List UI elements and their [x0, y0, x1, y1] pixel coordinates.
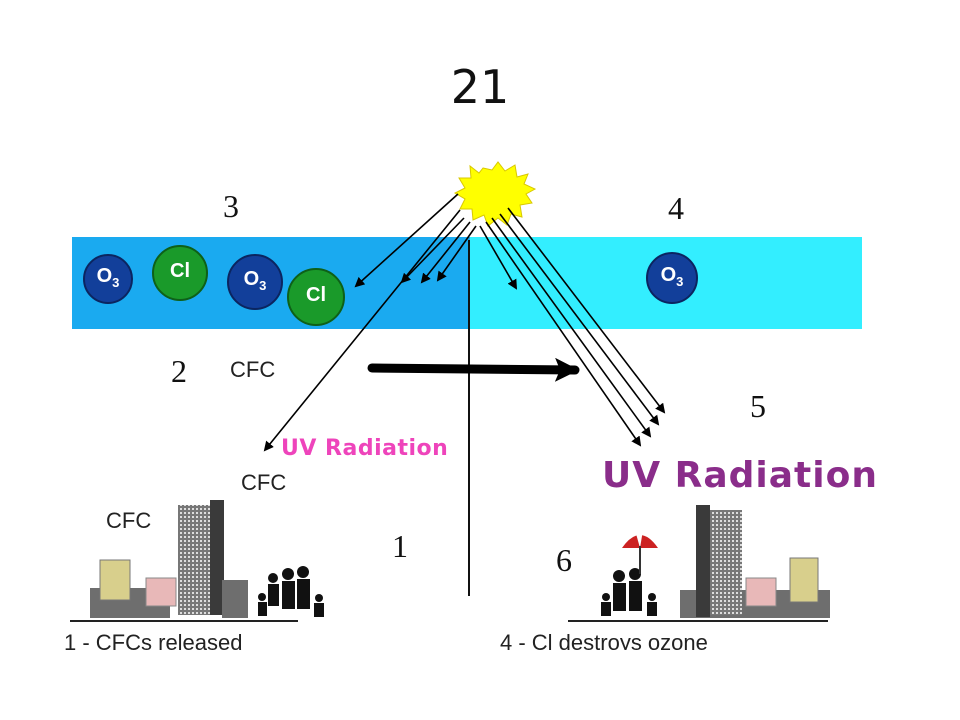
chlorine-molecule-1: [152, 245, 208, 301]
umbrella-icon: [622, 530, 658, 574]
ozone-label-1: O3: [96, 265, 120, 290]
city-skyline-icon: [90, 500, 248, 618]
ozone-molecule-1: [83, 254, 133, 304]
uv-radiation-label-small: UV Radiation: [281, 436, 449, 461]
diagram-graphics: [70, 161, 862, 622]
city-skyline-icon: [680, 505, 830, 618]
step-number-3: 3: [223, 188, 239, 224]
uv-rays-left: [263, 193, 477, 452]
step-number-6: 6: [556, 542, 572, 578]
uv-rays-right: [479, 207, 666, 447]
ozone-molecule-3: [646, 252, 698, 304]
chlorine-label-2: Cl: [306, 284, 326, 306]
step-number-2: 2: [171, 353, 187, 389]
caption-right: 4 - Cl destroys ozone: [500, 630, 708, 650]
transition-arrow: [367, 357, 580, 382]
people-icon: [601, 568, 657, 616]
ozone-depletion-diagram: 3 4 2 5 1 6 O3 Cl O3 Cl O3 CFC CFC CFC U…: [60, 160, 900, 650]
cfc-label-middle: CFC: [241, 470, 287, 495]
chlorine-label-1: Cl: [170, 260, 190, 282]
ozone-label-2: O3: [243, 268, 267, 293]
chlorine-molecule-2: [287, 268, 345, 326]
ozone-molecule-2: [227, 254, 283, 310]
step-number-4: 4: [668, 190, 684, 226]
people-icon: [258, 566, 324, 617]
cfc-label-lower: CFC: [106, 508, 152, 533]
ozone-label-3: O3: [660, 264, 684, 289]
cfc-label-upper: CFC: [230, 357, 276, 382]
slide-title: 21: [450, 60, 510, 114]
step-number-5: 5: [750, 388, 766, 424]
caption-left: 1 - CFCs released: [64, 630, 243, 650]
sun-icon: [453, 161, 537, 227]
uv-radiation-label-large: UV Radiation: [602, 455, 878, 496]
step-number-1: 1: [392, 528, 408, 564]
